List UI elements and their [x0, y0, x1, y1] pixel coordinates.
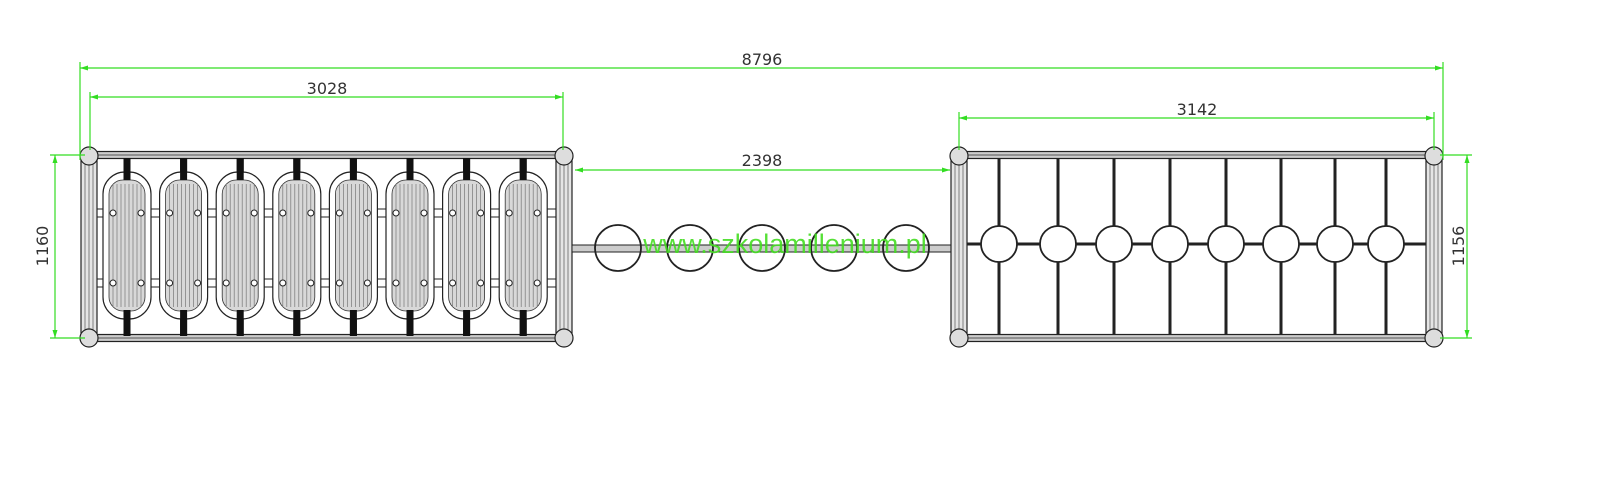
- pad-chain-bottom: [519, 310, 527, 336]
- pad-bolt: [194, 279, 202, 287]
- pad-bolt: [335, 209, 343, 217]
- dim-line-right-height-arrow: [1464, 330, 1470, 338]
- pad-bolt: [449, 279, 457, 287]
- watermark: www.szkolamillenium.pl: [642, 229, 927, 259]
- dim-line-right-height-arrow: [1464, 155, 1470, 163]
- pad-inner: [334, 179, 372, 312]
- dim-line-left-height-arrow: [52, 155, 58, 163]
- right-ring: [1367, 225, 1405, 263]
- pad-bolt: [250, 279, 258, 287]
- dim-line-overall-arrow: [1435, 65, 1443, 71]
- pad-bolt: [477, 279, 485, 287]
- pad-chain-bottom: [349, 310, 357, 336]
- pad-inner: [108, 179, 146, 312]
- dim-line-left-arrow: [90, 94, 98, 100]
- pad-bolt: [420, 279, 428, 287]
- dim-line-left-height-arrow: [52, 330, 58, 338]
- pad-bolt: [109, 279, 117, 287]
- pad-inner: [448, 179, 486, 312]
- right-ring: [1151, 225, 1189, 263]
- pad-bolt: [533, 209, 541, 217]
- right-post-1-cap: [949, 328, 969, 348]
- pad-bolt: [137, 279, 145, 287]
- pad-inner: [165, 179, 203, 312]
- left-post-2-cap: [554, 328, 574, 348]
- pad-chain-bottom: [406, 310, 414, 336]
- pad-inner: [391, 179, 429, 312]
- dim-line-overall-arrow: [80, 65, 88, 71]
- pad-inner: [221, 179, 259, 312]
- pad-bolt: [449, 209, 457, 217]
- pad-bolt: [307, 209, 315, 217]
- pad-bolt: [222, 209, 230, 217]
- left-post-1-cap: [79, 146, 99, 166]
- pad-inner: [504, 179, 542, 312]
- pad-bolt: [505, 209, 513, 217]
- pad-bolt: [392, 279, 400, 287]
- pad-bolt: [392, 209, 400, 217]
- pad-bolt: [335, 279, 343, 287]
- middle-ring: [594, 224, 642, 272]
- middle-ring: [810, 224, 858, 272]
- dim-middle-span: 2398: [742, 151, 783, 170]
- pad-chain-top: [519, 158, 527, 180]
- dim-line-right-arrow: [959, 115, 967, 121]
- middle-ring: [738, 224, 786, 272]
- right-ring: [980, 225, 1018, 263]
- pad-bolt: [363, 279, 371, 287]
- right-ring: [1095, 225, 1133, 263]
- right-ring: [1316, 225, 1354, 263]
- pad-bolt: [222, 279, 230, 287]
- pad-chain-bottom: [123, 310, 131, 336]
- pad-chain-top: [236, 158, 244, 180]
- dimension-lines: [50, 62, 1472, 339]
- pad-chain-top: [349, 158, 357, 180]
- dim-line-right-arrow: [1426, 115, 1434, 121]
- pad-bolt: [307, 279, 315, 287]
- pad-bolt: [166, 279, 174, 287]
- middle-ring: [882, 224, 930, 272]
- pad-bolt: [250, 209, 258, 217]
- dim-left-height: 1160: [33, 226, 52, 267]
- equipment-structure: [79, 146, 1444, 348]
- dim-right-height: 1156: [1449, 226, 1468, 267]
- pad-bolt: [505, 279, 513, 287]
- pad-chain-top: [463, 158, 471, 180]
- pad-bolt: [363, 209, 371, 217]
- pad-bolt: [137, 209, 145, 217]
- dim-line-left-arrow: [555, 94, 563, 100]
- middle-ring: [666, 224, 714, 272]
- pad-bolt: [166, 209, 174, 217]
- pad-bolt: [109, 209, 117, 217]
- right-ring: [1039, 225, 1077, 263]
- pad-bolt: [279, 209, 287, 217]
- dim-line-middle-arrow: [942, 167, 950, 173]
- dim-line-middle-arrow: [575, 167, 583, 173]
- pad-chain-bottom: [463, 310, 471, 336]
- dim-right-module-length: 3142: [1177, 100, 1218, 119]
- left-post-2-cap: [554, 146, 574, 166]
- pad-bolt: [194, 209, 202, 217]
- pad-bolt: [533, 279, 541, 287]
- right-ring: [1262, 225, 1300, 263]
- pad-bolt: [279, 279, 287, 287]
- right-ring: [1207, 225, 1245, 263]
- pad-chain-top: [293, 158, 301, 180]
- pad-chain-top: [123, 158, 131, 180]
- dim-left-module-length: 3028: [307, 79, 348, 98]
- dim-overall-length: 8796: [742, 50, 783, 69]
- pad-chain-bottom: [293, 310, 301, 336]
- pad-bolt: [477, 209, 485, 217]
- pad-inner: [278, 179, 316, 312]
- pad-chain-bottom: [236, 310, 244, 336]
- pad-bolt: [420, 209, 428, 217]
- pad-chain-top: [180, 158, 188, 180]
- pad-chain-bottom: [180, 310, 188, 336]
- pad-chain-top: [406, 158, 414, 180]
